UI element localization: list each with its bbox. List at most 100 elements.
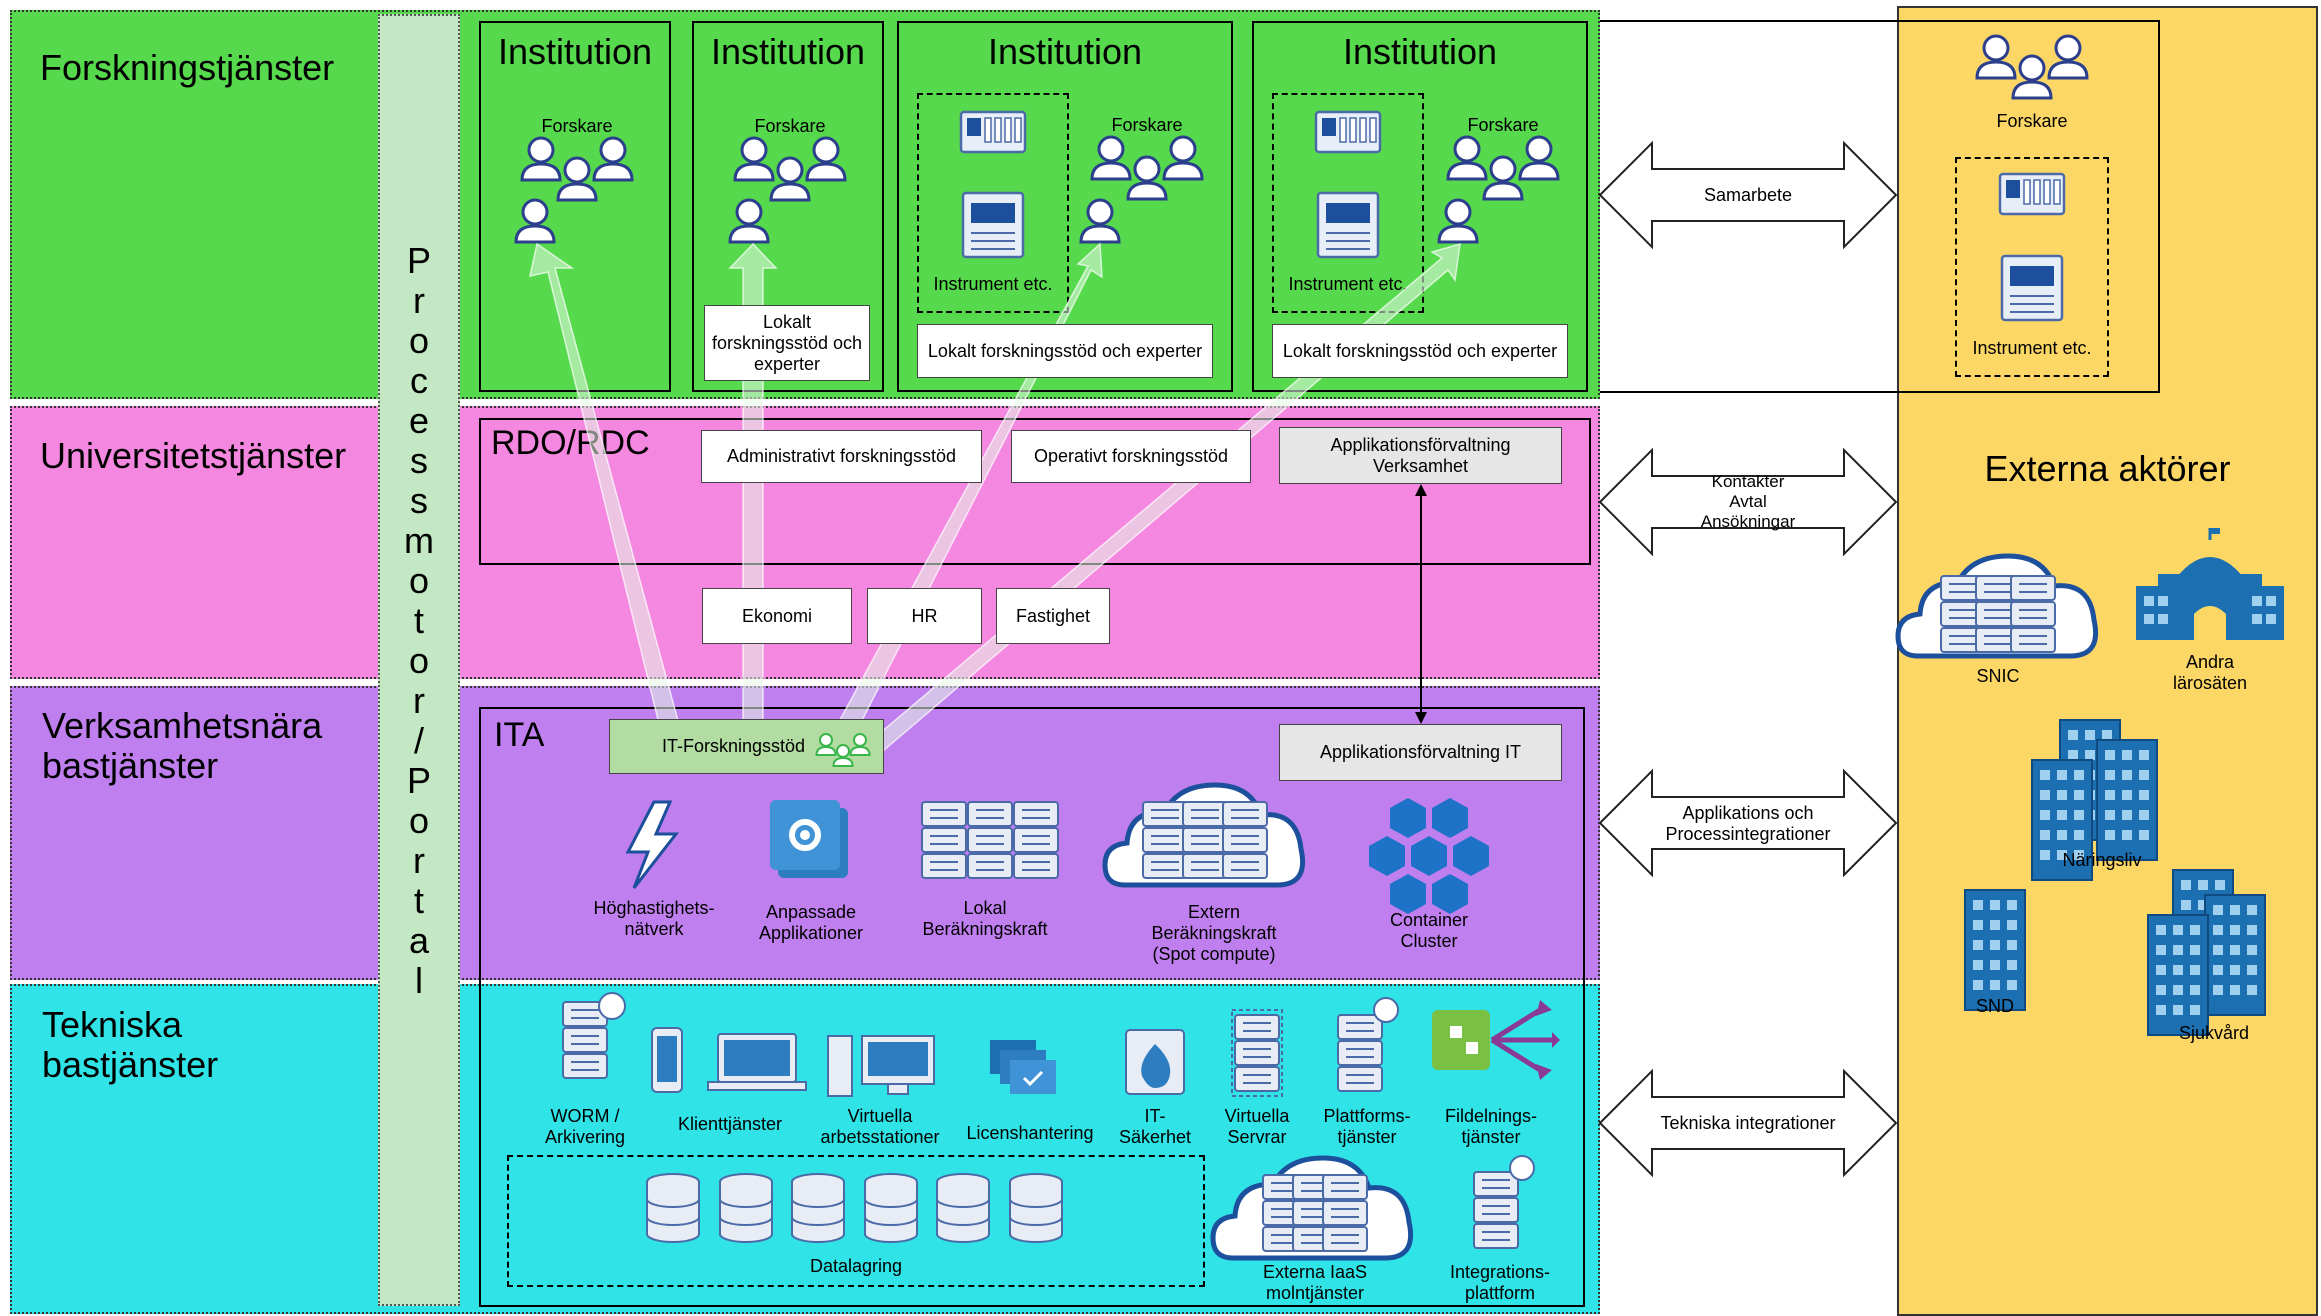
layer-title-forsk: Forskningstjänster <box>40 47 335 88</box>
ita-service-label: Lokal Beräkningskraft <box>922 898 1048 939</box>
ita-service-label: Container Cluster <box>1389 910 1469 951</box>
tekn-service-label: Virtuella arbetsstationer <box>820 1106 940 1147</box>
rdo-rdc-box <box>479 418 1591 565</box>
external-instruments-label: Instrument etc. <box>1972 338 2092 358</box>
processmotor-letter: t <box>413 880 424 921</box>
ita-service-label: Anpassade Applikationer <box>758 902 864 943</box>
tekn-service-label: WORM / Arkivering <box>544 1106 626 1147</box>
processmotor-letter: o <box>408 320 430 361</box>
processmotor-letter: / <box>413 720 424 761</box>
local-support-box-3: Lokalt forskningsstöd och experter <box>1272 324 1568 378</box>
layer-title-tekn: Tekniska bastjänster <box>42 1005 242 1085</box>
processmotor-letter: m <box>404 520 434 561</box>
institution-title: Institution <box>987 31 1143 72</box>
hr-box: HR <box>867 588 982 644</box>
instruments-label-3: Instrument etc. <box>933 274 1053 294</box>
client-devices-icon <box>651 1027 807 1093</box>
integration-platform-label: Integrations- plattform <box>1449 1262 1551 1303</box>
virtual-server-icon <box>1231 1009 1283 1097</box>
ita-title: ITA <box>494 716 545 754</box>
fastighet-box: Fastighet <box>996 588 1110 644</box>
external-actor-label: SND <box>1975 996 2014 1016</box>
processmotor-letter: r <box>413 280 425 321</box>
workstation-icon <box>827 1035 935 1097</box>
tekn-service-label: Virtuella Servrar <box>1224 1106 1290 1147</box>
tekn-service-label: Licenshantering <box>966 1123 1094 1143</box>
local-support-box-2: Lokalt forskningsstöd och experter <box>917 324 1213 378</box>
cloud-server-icon <box>1898 556 2096 656</box>
layer-title-verks-text: Verksamhetsnära bastjänster <box>42 705 323 786</box>
institution-3: Institution <box>897 21 1233 392</box>
processmotor-letter: P <box>406 240 431 281</box>
university-building-icon <box>2136 528 2284 640</box>
processmotor-letter: a <box>408 920 430 961</box>
layer-title-verks: Verksamhetsnära bastjänster <box>42 706 362 786</box>
integration-server-icon <box>1474 1155 1535 1248</box>
instruments-label-4: Instrument etc. <box>1288 274 1408 294</box>
external-actors-title: Externa aktörer <box>1984 448 2231 489</box>
kontakter-label: Kontakter Avtal Ansökningar <box>1700 472 1796 531</box>
ita-box <box>479 707 1585 1307</box>
research-outline <box>1600 20 2160 393</box>
processmotor-letter: s <box>410 440 428 481</box>
platform-server-icon <box>1338 997 1399 1091</box>
rdo-rdc-title: RDO/RDC <box>491 424 650 462</box>
datalagring-label: Datalagring <box>809 1256 903 1276</box>
researchers-label-1: Forskare <box>541 116 613 136</box>
lightning-icon <box>625 800 680 889</box>
operative-support-box: Operativt forskningsstöd <box>1011 430 1251 483</box>
researchers-label-3: Forskare <box>1111 115 1183 135</box>
instrument-box-3 <box>917 93 1069 313</box>
external-researchers-label: Forskare <box>1996 111 2068 131</box>
institution-4: Institution <box>1252 21 1588 392</box>
external-actor-label: Sjukvård <box>2178 1023 2250 1043</box>
processmotor-letter: o <box>408 560 430 601</box>
technical-integration-label: Tekniska integrationer <box>1660 1113 1836 1133</box>
ita-service-label: Höghastighets- nätverk <box>593 898 715 939</box>
app-process-integration-label: Applikations och Processintegrationer <box>1665 803 1831 844</box>
tekn-service-label: Plattforms- tjänster <box>1323 1106 1411 1147</box>
layer-title-univ: Universitetstjänster <box>40 435 347 476</box>
external-actor-label: Näringsliv <box>2062 850 2142 870</box>
app-management-business-box: Applikationsförvaltning Verksamhet <box>1279 427 1562 484</box>
institution-title: Institution <box>1342 31 1498 72</box>
layer-title-tekn-text: Tekniska bastjänster <box>42 1004 219 1085</box>
institution-title: Institution <box>497 31 653 72</box>
datalagring-box <box>507 1155 1205 1287</box>
admin-support-box: Administrativt forskningsstöd <box>701 430 982 483</box>
processmotor-letter: t <box>413 600 424 641</box>
researchers-label-4: Forskare <box>1467 115 1539 135</box>
external-actor-label: SNIC <box>1976 666 2020 686</box>
tekn-service-label: Fildelnings- tjänster <box>1444 1106 1538 1147</box>
processmotor-letter: o <box>408 800 430 841</box>
external-iaas-label: Externa IaaS molntjänster <box>1262 1262 1368 1303</box>
processmotor-letter: l <box>415 960 423 1001</box>
institution-title: Institution <box>710 31 866 72</box>
tekn-service-label: IT- Säkerhet <box>1118 1106 1192 1147</box>
ita-service-label: Extern Beräkningskraft (Spot compute) <box>1151 902 1277 964</box>
processmotor-letter: s <box>410 480 428 521</box>
processmotor-letter: r <box>413 840 425 881</box>
processmotor-letter: o <box>408 640 430 681</box>
ekonomi-box: Ekonomi <box>702 588 852 644</box>
container-cluster-icon <box>1369 798 1489 914</box>
processmotor-letter: e <box>408 400 430 441</box>
samarbete-label: Samarbete <box>1703 185 1793 205</box>
processmotor-letter: P <box>406 760 431 801</box>
processmotor-letter: c <box>410 360 428 401</box>
security-icon <box>1125 1029 1185 1095</box>
local-support-box-1: Lokalt forskningsstöd och experter <box>704 305 870 381</box>
office-building-icon <box>1964 889 2026 1011</box>
external-instrument-box <box>1955 157 2109 377</box>
researchers-label-2: Forskare <box>754 116 826 136</box>
office-buildings-icon <box>2147 869 2266 1036</box>
processmotor-letter: r <box>413 680 425 721</box>
tekn-service-label: Klienttjänster <box>677 1114 783 1134</box>
